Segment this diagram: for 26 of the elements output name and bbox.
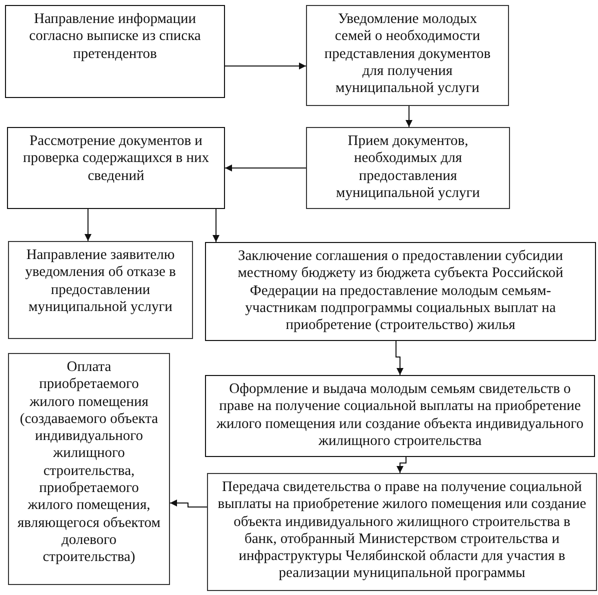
- step-text: Направление информации согласно выписке из списка претендентов: [28, 11, 202, 63]
- process-box: [207, 473, 597, 591]
- arrow: [84, 208, 92, 242]
- arrow: [224, 62, 306, 70]
- process-box: [205, 242, 596, 341]
- step-text: Заключение соглашения о предоставлении субсидии местному бюджету из бюджета субъекта Российской Федерации на предоставление молодым семьям-участникам подпрограммы социальных выплат на приобретение (строительство) жилья: [236, 248, 564, 334]
- arrow: [170, 500, 208, 508]
- step-text: Оформление и выдача молодым семьям свидетельств о праве на получение социальной выплаты на приобретение жилого помещения или создание объекта индивидуального жилищного строительства: [216, 381, 584, 450]
- process-box: [7, 127, 225, 209]
- process-box: [8, 241, 193, 339]
- arrow: [396, 456, 406, 474]
- step-text: Уведомление молодых семей о необходимости представления документов для получения муниципальной услуги: [323, 11, 492, 98]
- step-text: Рассмотрение документов и проверка содержащихся в них сведений: [22, 133, 210, 185]
- process-box: [8, 353, 170, 585]
- arrow: [396, 340, 404, 376]
- process-box: [306, 127, 510, 209]
- step-text: Направление заявителю уведомления об отказе в предоставлении муниципальной услуги: [24, 247, 177, 316]
- process-box: [205, 375, 595, 457]
- process-box: [306, 5, 509, 106]
- arrow: [406, 106, 412, 128]
- step-text: Передача свидетельства о праве на получение социальной выплаты на приобретение жилого помещения или создание объекта индивидуального жилищного строительства в банк, отобранный Министерством строительства и инфраструктуры Челябинской области для участия в реализации муниципальной программы: [216, 479, 588, 583]
- arrow: [212, 208, 220, 242]
- arrow: [224, 164, 306, 172]
- step-text: Оплата приобретаемого жилого помещения (создаваемого объекта индивидуального жилищного строительства, приобретаемого жилого помещения, являющегося объектом долевого строительства): [16, 359, 162, 567]
- step-text: Прием документов, необходимых для предоставления муниципальной услуги: [335, 133, 481, 202]
- process-box: [5, 5, 225, 98]
